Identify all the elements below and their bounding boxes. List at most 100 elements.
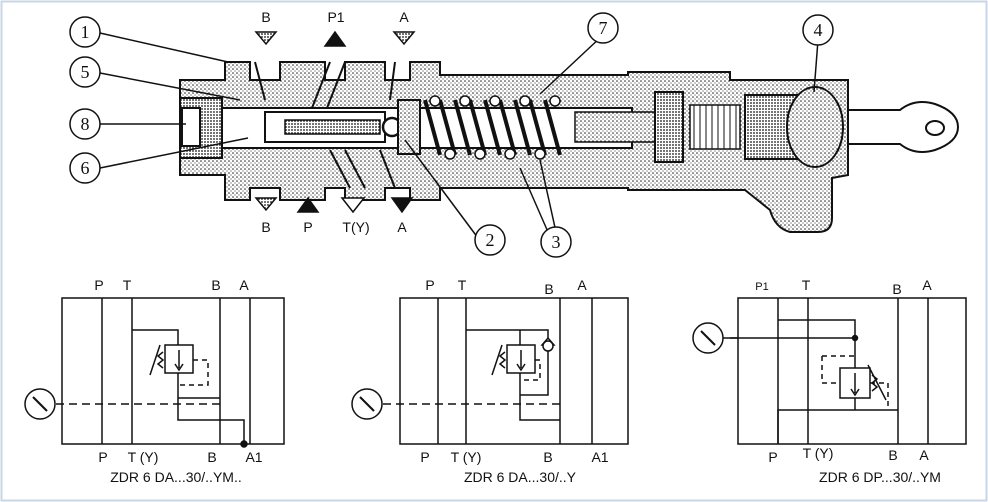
compression-spring (423, 99, 562, 156)
symbol-1-spring (149, 344, 165, 376)
symbol-2-top-label-t: T (458, 277, 467, 293)
symbol-2-housing (399, 297, 629, 445)
callout-number-8: 8 (81, 114, 90, 134)
leader-7 (539, 35, 603, 95)
symbol-2-top-label-b: B (544, 281, 553, 297)
symbol-3-bottom-label-p: P (768, 449, 777, 465)
callout-number-3: 3 (552, 232, 561, 252)
port-a-bottom-triangle (390, 197, 414, 214)
symbol-3-housing (737, 297, 967, 445)
port-markers-bottom (254, 196, 414, 214)
port-t-triangle (340, 197, 366, 214)
symbol-3-top-label-t: T (802, 277, 811, 293)
port-label-p1: P1 (327, 9, 344, 25)
symbol-3-gauge-needle (700, 330, 716, 346)
callout-numbers: 1 5 8 6 7 4 2 3 (81, 18, 823, 252)
port-markers-top (254, 30, 416, 47)
symbol-3-top-label-b: B (892, 281, 901, 297)
symbol-2-top-label-a: A (577, 277, 587, 293)
symbol-1-bottom-label-p: P (98, 449, 107, 465)
callout-circle-6 (69, 152, 101, 184)
callout-number-7: 7 (599, 18, 608, 38)
symbol-2-drain (520, 359, 541, 381)
key (847, 101, 960, 153)
callout-circle-5 (69, 56, 101, 88)
symbol-2-labels: P T B A P T (Y) B A1 ZDR 6 DA...30/..Y (420, 277, 608, 485)
symbol-1-gauge-needle (32, 396, 48, 412)
channel-t (379, 149, 396, 189)
lock-nut (654, 91, 684, 163)
symbol-1-top-label-a: A (239, 277, 249, 293)
callout-number-2: 2 (486, 230, 495, 250)
symbol-1-caption: ZDR 6 DA...30/..YM.. (110, 469, 241, 485)
leader-1 (99, 32, 229, 63)
spring-seat (397, 99, 421, 155)
callout-number-6: 6 (81, 158, 90, 178)
port-label-p: P (303, 219, 312, 235)
symbol-1-pilot-lines (132, 329, 245, 444)
symbol-2-check-ball (542, 340, 554, 352)
hydraulic-symbol-1 (24, 297, 285, 448)
symbol-2-spring (491, 344, 507, 376)
symbol-2-gauge-needle (359, 396, 375, 412)
symbol-3-caption: ZDR 6 DP...30/..YM (819, 469, 941, 485)
thread-section (689, 104, 741, 150)
valve-section-view (179, 61, 960, 233)
callout-number-1: 1 (81, 22, 90, 42)
symbol-3-drain (821, 355, 855, 384)
leader-5 (99, 72, 241, 101)
callout-circle-1 (69, 16, 101, 48)
port-label-t: T(Y) (342, 219, 369, 235)
leader-3a (519, 167, 549, 233)
symbol-1-bottom-label-t: T (Y) (128, 449, 159, 465)
channel-b-top (254, 61, 266, 101)
port-label-b-top: B (261, 9, 270, 25)
callout-circle-4 (802, 14, 834, 46)
callout-circle-2 (474, 224, 506, 256)
symbol-3-labels: P1 T B A P T (Y) B A ZDR 6 DP...30/..YM (755, 277, 941, 485)
port-b-top-triangle (254, 31, 278, 46)
symbol-1-top-label-p: P (94, 277, 103, 293)
port-a-top-triangle (392, 31, 416, 46)
adjustment-stem (574, 111, 656, 143)
leader-6 (99, 137, 249, 169)
symbol-2-bottom-label-b: B (543, 449, 552, 465)
port-label-a-bottom: A (397, 219, 407, 235)
port-b-bottom-triangle (254, 197, 278, 212)
symbol-3-bottom-label-a: A (919, 447, 929, 463)
symbol-3-drain-2 (870, 382, 889, 408)
port-p-triangle (296, 196, 320, 213)
callouts (69, 12, 834, 258)
symbol-1-valve-arrow (174, 350, 184, 372)
leader-3b (539, 159, 557, 233)
port-labels-bottom: B P T(Y) A (261, 219, 407, 235)
callout-number-4: 4 (814, 20, 823, 40)
symbol-2-top-label-p: P (425, 277, 434, 293)
symbol-2-caption: ZDR 6 DA...30/..Y (464, 469, 577, 485)
spool-rod (284, 119, 381, 135)
symbol-3-bottom-label-t: T (Y) (803, 445, 834, 461)
symbol-2-valve-arrow (516, 350, 526, 372)
symbol-1-bottom-label-a1: A1 (245, 449, 262, 465)
thread-lines (693, 105, 737, 149)
end-thread (181, 107, 201, 147)
spring-coil-ends (429, 95, 561, 160)
callout-circle-8 (69, 108, 101, 140)
leader-4 (813, 39, 819, 93)
key-hole (925, 120, 945, 136)
symbol-3-top-label-p1: P1 (755, 281, 768, 293)
hydraulic-symbol-3 (692, 297, 967, 445)
symbol-3-top-label-a: A (922, 277, 932, 293)
channel-p1 (311, 61, 346, 109)
symbol-1-drain (178, 359, 209, 386)
channel-a-top (389, 61, 396, 101)
port-labels-top: B P1 A (261, 9, 409, 25)
symbol-2-pilot-lines (466, 329, 560, 421)
port-label-a-top: A (399, 9, 409, 25)
symbol-2-bottom-label-p: P (420, 449, 429, 465)
hydraulic-symbol-2 (351, 297, 629, 445)
callout-circle-3 (540, 226, 572, 258)
symbol-1-connection-dot (240, 440, 248, 448)
